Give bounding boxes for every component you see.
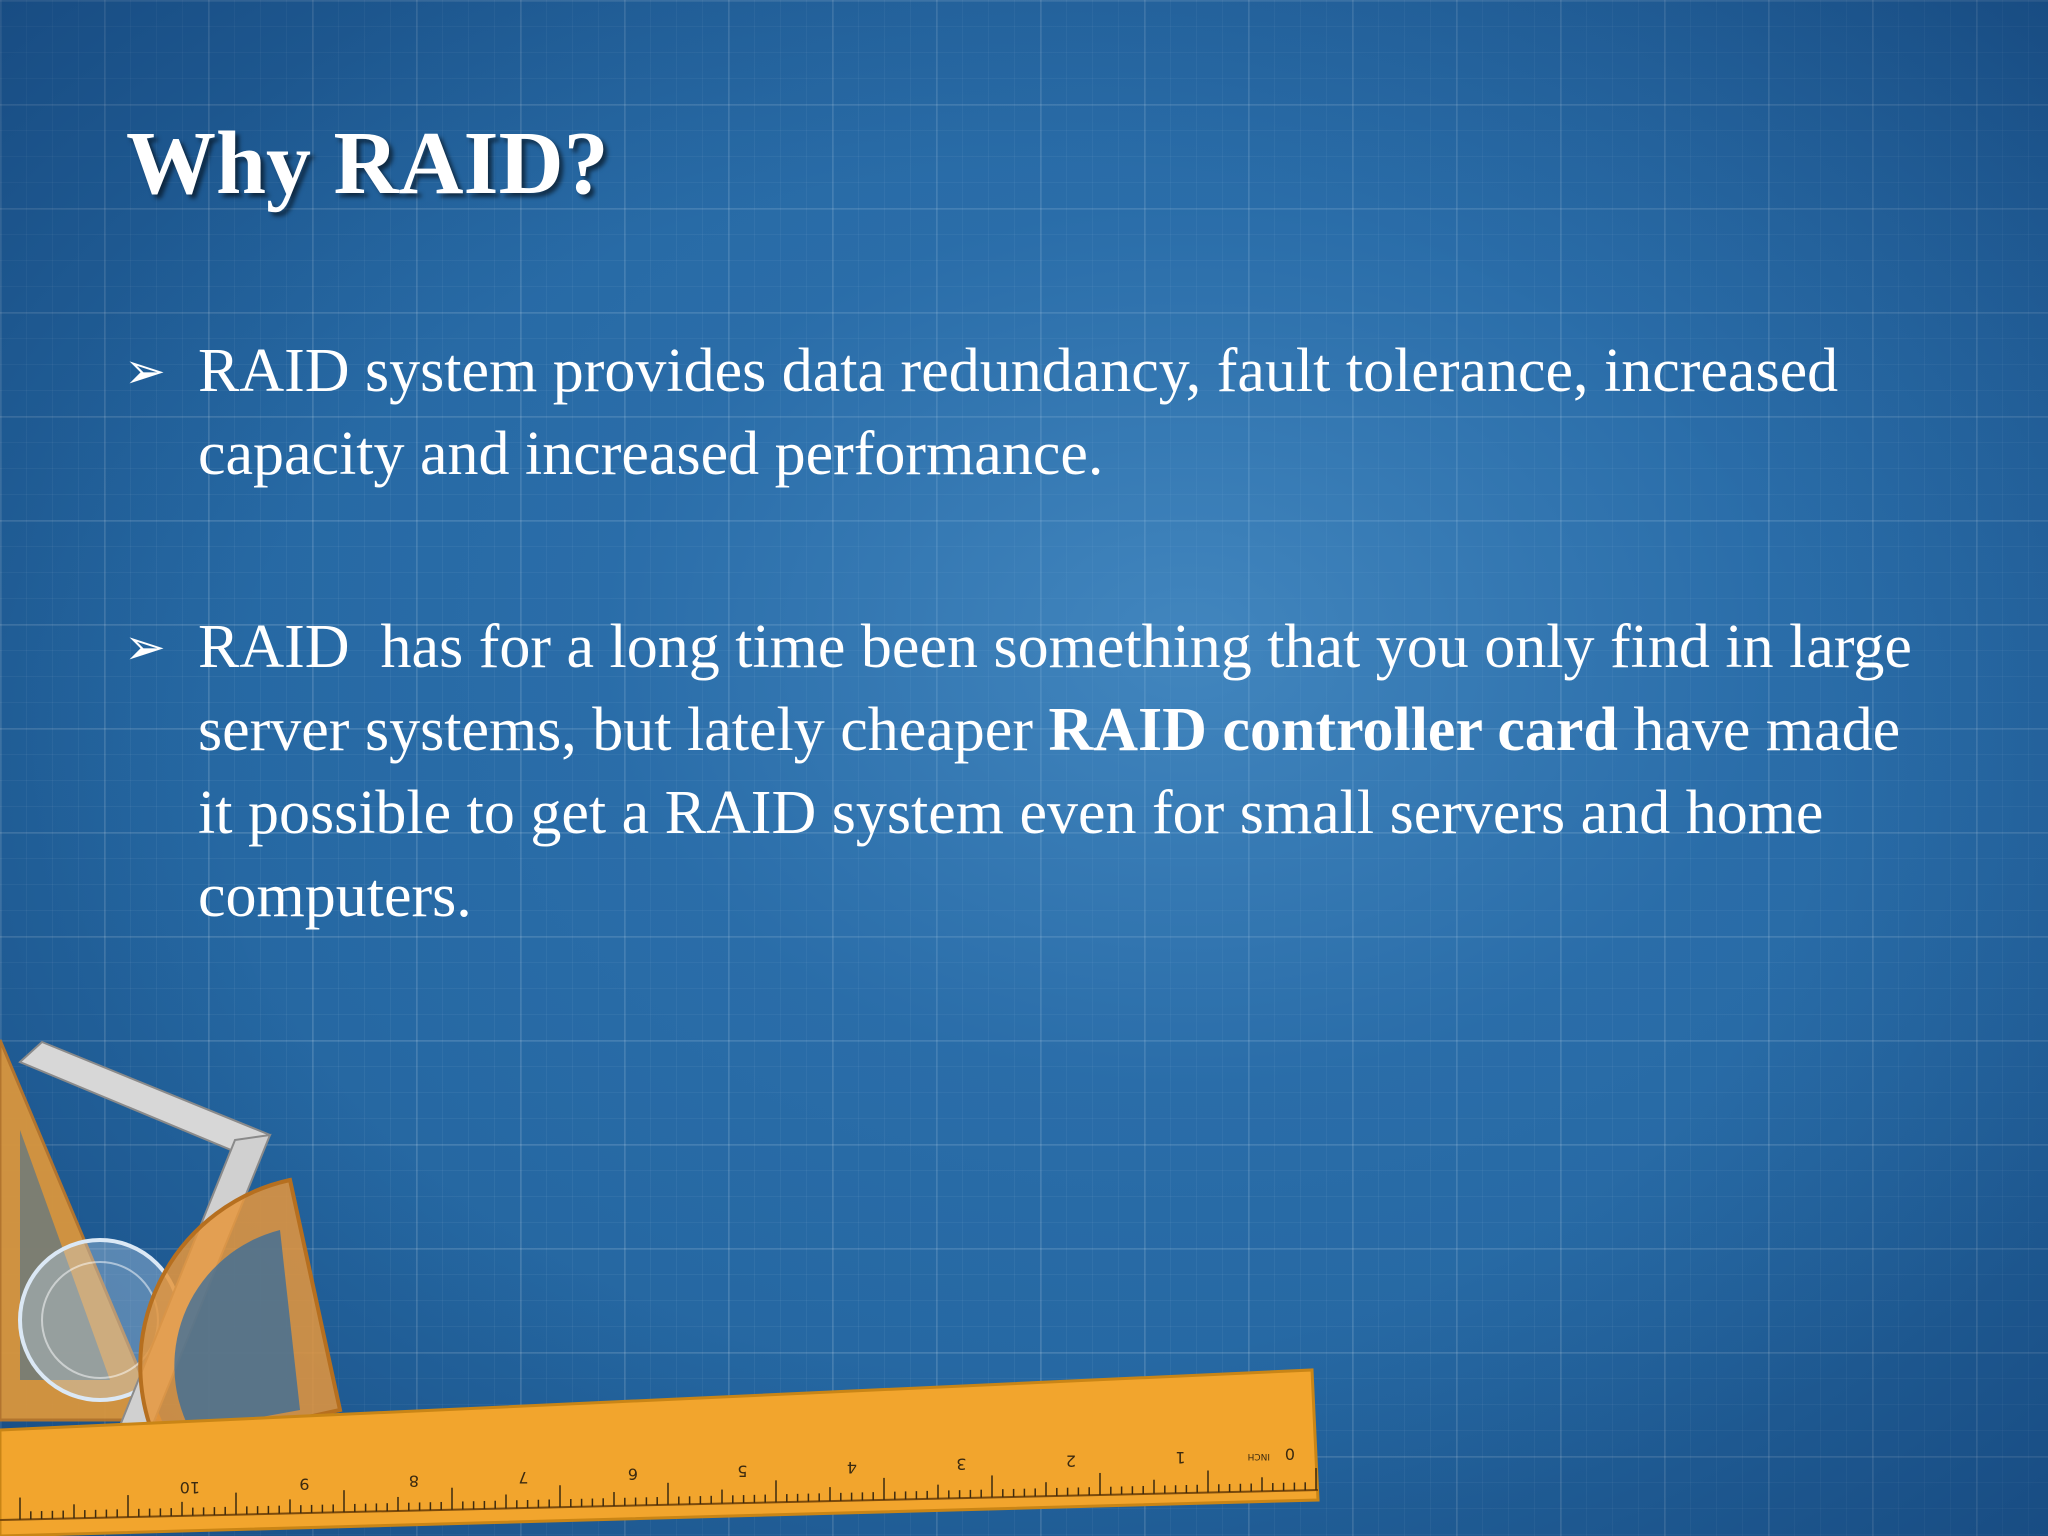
ruler-number: 2 [1066, 1451, 1076, 1470]
slide-title: Why RAID? [126, 114, 609, 213]
bullet-item-2: ➢ RAID has for a long time been somethin… [124, 606, 1924, 938]
ruler-number: 10 [180, 1478, 200, 1497]
bullet-text-tail: have made it possible to get a RAID syst… [198, 696, 1916, 930]
ruler-number: 0 [1285, 1445, 1295, 1464]
steel-square [18, 1040, 272, 1162]
arrowhead-bullet-icon: ➢ [124, 618, 166, 676]
ruler-number: 4 [847, 1458, 857, 1477]
ruler-number: 3 [956, 1455, 966, 1474]
ruler-unit: INCH [1248, 1451, 1270, 1461]
bullet-item-1: ➢ RAID system provides data redundancy, … [124, 330, 1924, 496]
bullet-text: RAID system provides data redundancy, fa… [198, 337, 1839, 488]
arrowhead-bullet-icon: ➢ [124, 342, 166, 400]
bullet-list: ➢ RAID system provides data redundancy, … [124, 330, 1924, 1048]
bullet-text: RAID has for a long time been something … [198, 613, 1928, 764]
ruler-number: 1 [1175, 1448, 1185, 1467]
ruler-number: 9 [299, 1475, 309, 1494]
ruler-number: 5 [737, 1461, 747, 1480]
ruler [0, 1368, 1320, 1536]
ruler-number: 7 [518, 1468, 528, 1487]
ruler-number: 8 [409, 1471, 419, 1490]
ruler-number: 6 [628, 1465, 638, 1484]
bullet-bold-text: RAID controller card [1048, 696, 1618, 764]
